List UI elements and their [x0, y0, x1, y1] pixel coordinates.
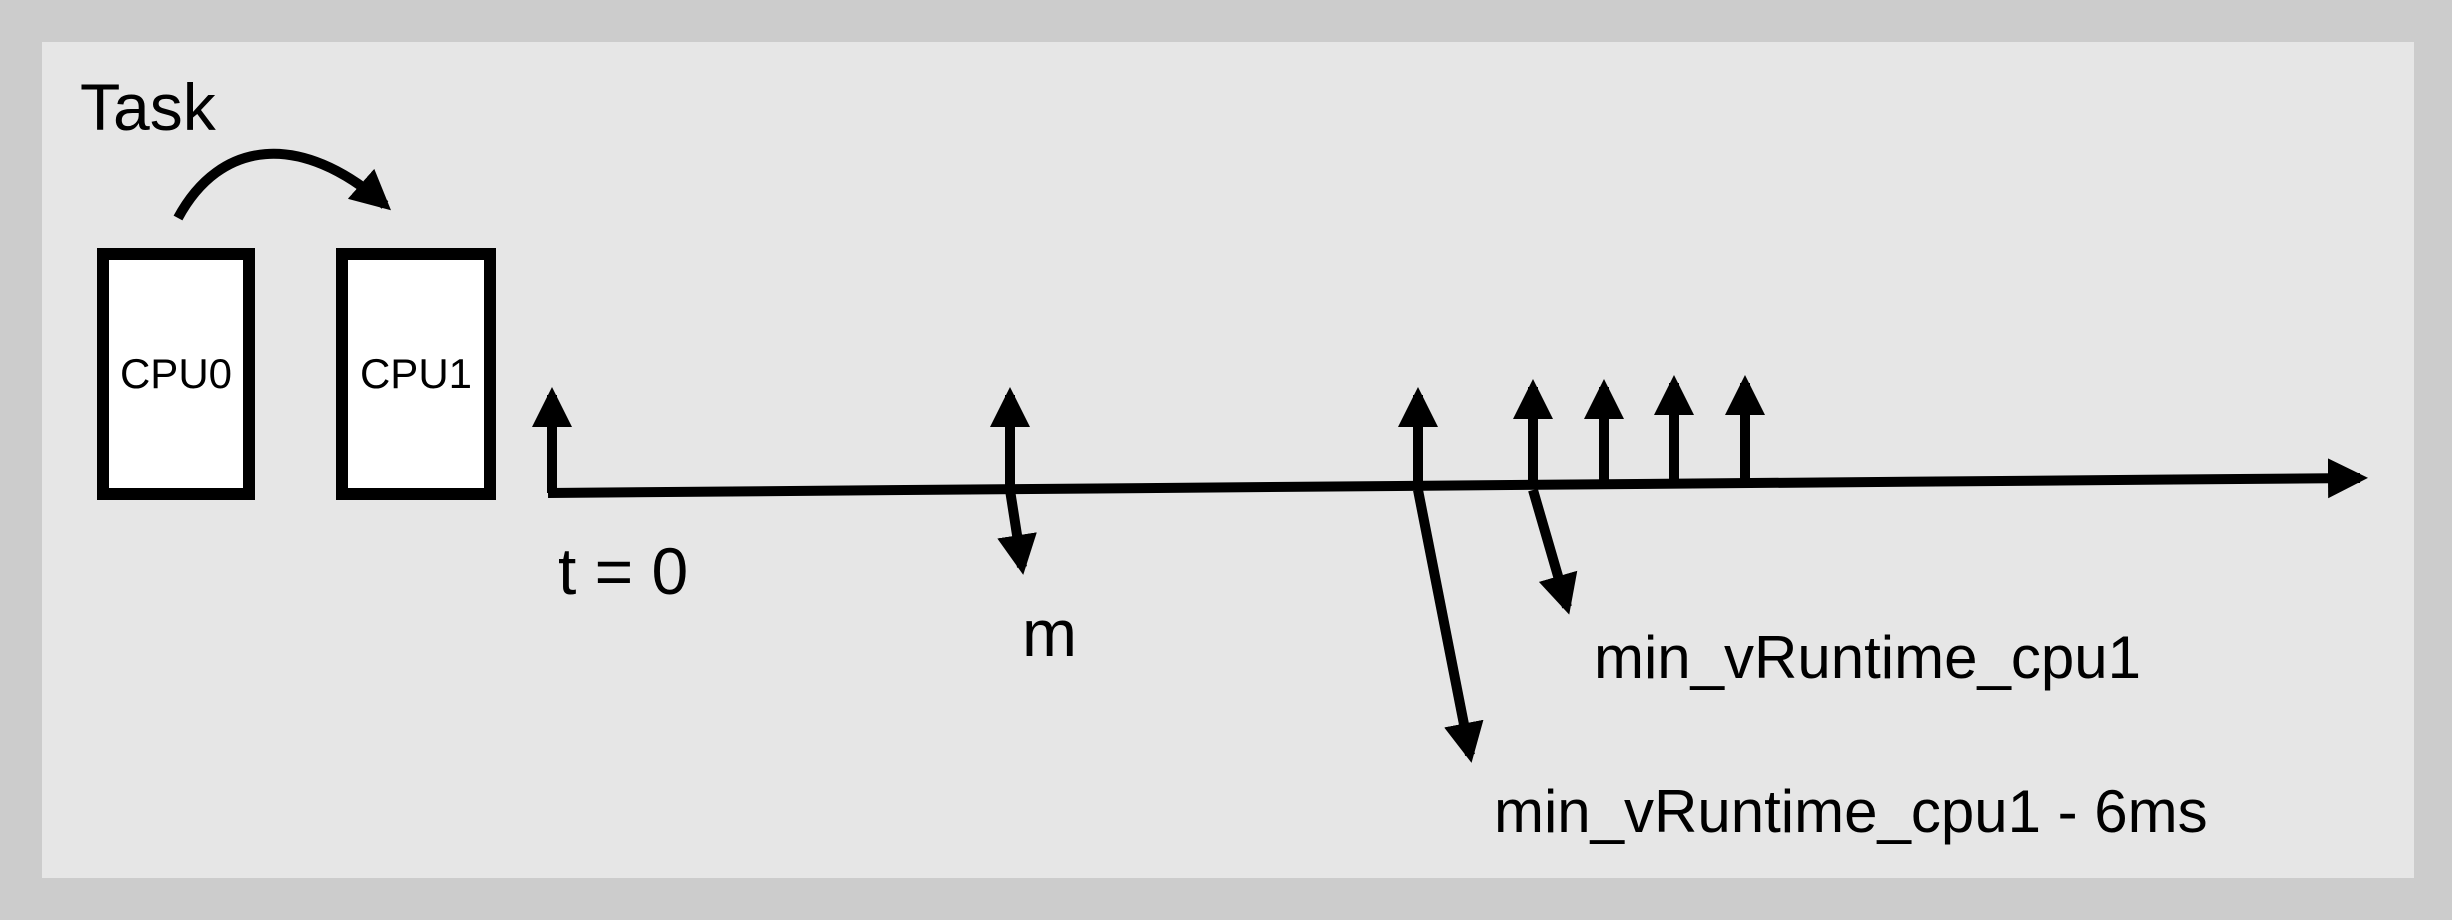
task-label: Task: [80, 70, 216, 144]
m-label: m: [1022, 596, 1077, 670]
min-vruntime-cpu1-minus-6ms-label: min_vRuntime_cpu1 - 6ms: [1494, 778, 2208, 845]
pointer-m: [997, 489, 1037, 575]
t0-label: t = 0: [558, 534, 689, 608]
cpu1-label: CPU1: [359, 350, 473, 397]
cpu1-box: CPU1: [336, 248, 496, 500]
cpu0-box: CPU0: [97, 248, 255, 500]
cpu0-label: CPU0: [119, 350, 233, 397]
min-vruntime-cpu1-label: min_vRuntime_cpu1: [1594, 624, 2141, 691]
task-migration-arrow: [173, 148, 392, 221]
pointer-min: [1528, 488, 1578, 615]
timeline-axis: [547, 458, 2368, 499]
pointer-min-minus: [1413, 489, 1484, 763]
